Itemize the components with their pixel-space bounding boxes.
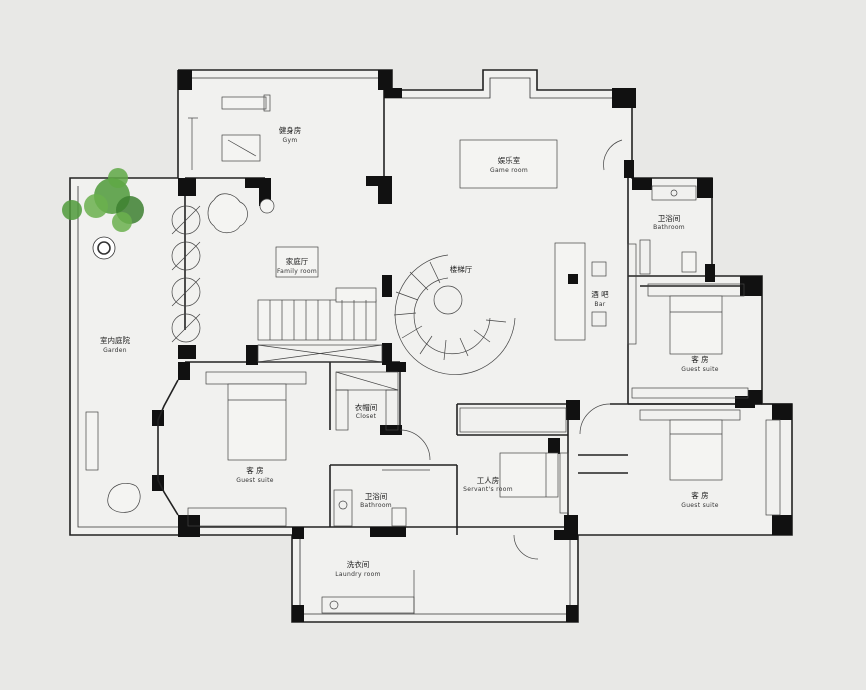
room-label-closet: 衣帽间 Closet <box>355 402 378 420</box>
bathroom-c-fixtures <box>333 469 430 527</box>
bed-west <box>157 371 307 527</box>
room-label-laundry: 洗衣间 Laundry room <box>335 559 380 578</box>
spiral-stair <box>393 254 516 375</box>
svg-text:Bathroom: Bathroom <box>360 502 392 509</box>
room-label-guest-suite-e2: 客 房 Guest suite <box>681 490 718 509</box>
svg-text:客 房: 客 房 <box>691 490 708 500</box>
room-label-bar: 酒 吧 Bar <box>591 290 609 308</box>
bar-counter <box>554 242 637 345</box>
room-label-bathroom-ne: 卫浴间 Bathroom <box>653 213 685 231</box>
room-label-servant-room: 工人房 Servant's room <box>463 475 513 493</box>
svg-text:Servant's room: Servant's room <box>463 486 513 493</box>
plant-icon <box>62 168 144 260</box>
bathroom-ne-fixtures <box>639 185 697 275</box>
laundry-fixtures <box>321 570 415 614</box>
svg-text:室内庭院: 室内庭院 <box>100 335 130 345</box>
svg-text:客 房: 客 房 <box>691 354 708 364</box>
svg-text:Family room: Family room <box>277 268 317 275</box>
svg-text:工人房: 工人房 <box>477 475 500 485</box>
svg-text:客 房: 客 房 <box>246 465 263 475</box>
svg-text:娱乐室: 娱乐室 <box>498 155 521 165</box>
floor-area <box>70 70 792 622</box>
room-label-guest-suite-e1: 客 房 Guest suite <box>681 354 718 373</box>
garden-furniture <box>85 411 141 513</box>
svg-text:Game room: Game room <box>490 167 528 174</box>
svg-text:卫浴间: 卫浴间 <box>365 491 388 501</box>
svg-text:酒 吧: 酒 吧 <box>591 290 609 299</box>
room-label-family-room: 家庭厅 Family room <box>277 256 317 275</box>
svg-text:健身房: 健身房 <box>279 125 302 135</box>
garden-panels <box>171 205 201 343</box>
door-swings <box>399 139 623 560</box>
svg-text:卫浴间: 卫浴间 <box>658 213 681 223</box>
svg-text:Guest suite: Guest suite <box>681 366 718 373</box>
room-label-bathroom-c: 卫浴间 Bathroom <box>360 491 392 509</box>
svg-text:洗衣间: 洗衣间 <box>347 559 370 569</box>
svg-text:衣帽间: 衣帽间 <box>355 402 378 412</box>
bed-east-1 <box>631 283 749 399</box>
game-table <box>459 139 558 189</box>
room-label-guest-suite-w: 客 房 Guest suite <box>236 465 273 484</box>
room-label-garden: 室内庭院 Garden <box>100 335 130 354</box>
closet-fixtures <box>335 371 399 431</box>
svg-text:家庭厅: 家庭厅 <box>286 256 309 266</box>
svg-text:Gym: Gym <box>283 137 298 144</box>
svg-text:Guest suite: Guest suite <box>236 477 273 484</box>
svg-text:Bathroom: Bathroom <box>653 224 685 231</box>
svg-text:Laundry room: Laundry room <box>335 571 380 578</box>
svg-text:楼梯厅: 楼梯厅 <box>450 264 473 274</box>
svg-text:Guest suite: Guest suite <box>681 502 718 509</box>
svg-text:Closet: Closet <box>356 413 377 420</box>
servant-room-fixtures <box>459 407 569 514</box>
room-label-game-room: 娱乐室 Game room <box>490 155 528 174</box>
pillars <box>152 70 792 622</box>
room-label-stair-hall: 楼梯厅 <box>450 264 473 274</box>
room-label-gym: 健身房 Gym <box>279 125 302 144</box>
bed-east-2 <box>639 409 781 516</box>
svg-text:Bar: Bar <box>594 301 605 308</box>
svg-text:Garden: Garden <box>103 347 127 354</box>
family-room-furniture <box>207 193 383 363</box>
gym-equipment <box>188 94 271 170</box>
